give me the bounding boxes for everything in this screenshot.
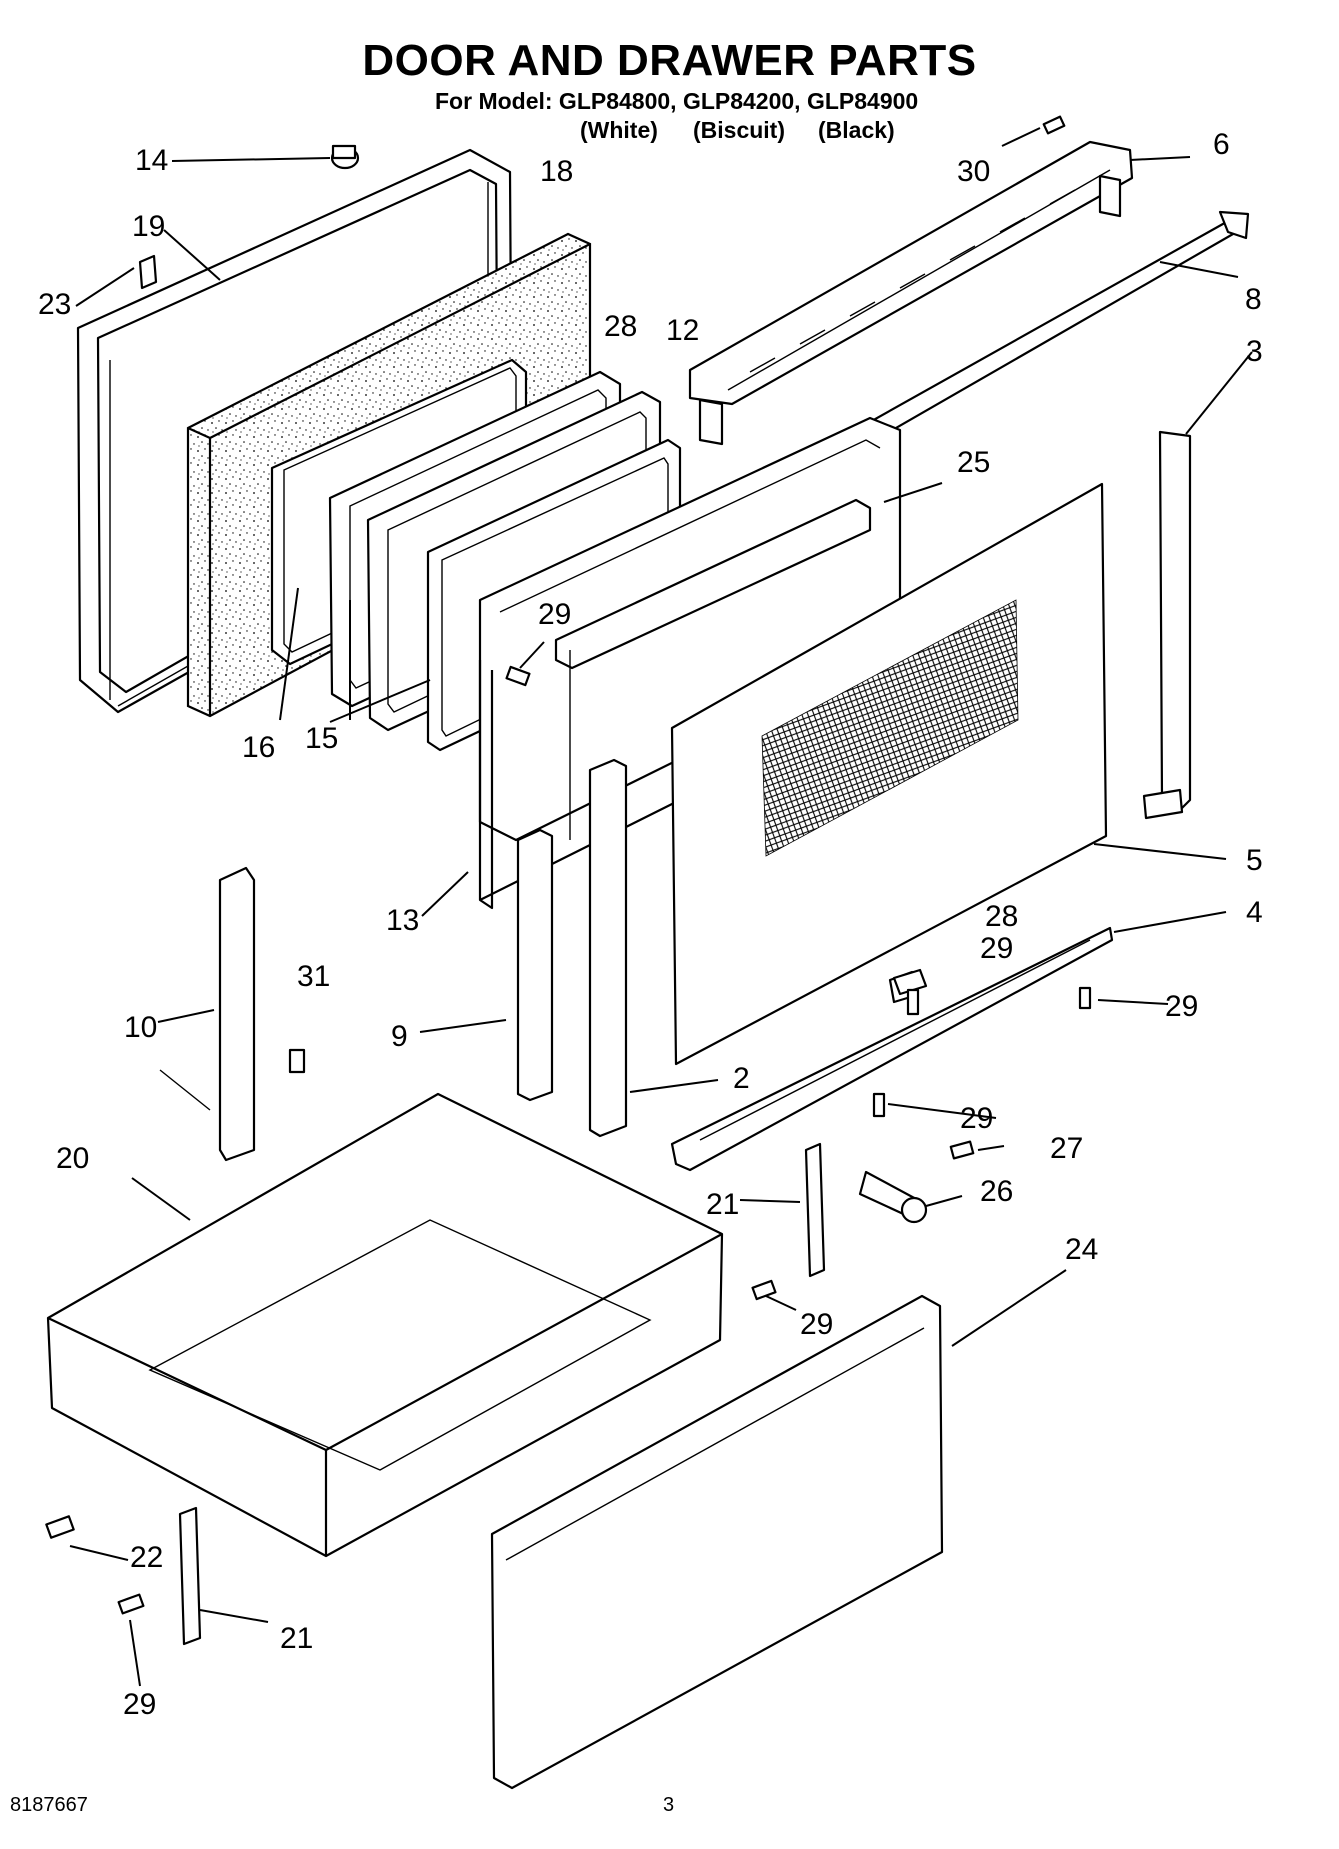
part-6-vent-trim — [688, 140, 1134, 446]
callout-28-b: 28 — [985, 900, 1019, 933]
callout-16: 16 — [242, 731, 276, 764]
callout-22: 22 — [130, 1541, 164, 1574]
callout-13: 13 — [386, 904, 420, 937]
leader-lines — [69, 127, 1253, 1687]
callout-28: 28 — [604, 310, 638, 343]
callout-26: 26 — [980, 1175, 1014, 1208]
variant-biscuit: (Biscuit) — [693, 117, 785, 143]
callout-29-e: 29 — [800, 1308, 834, 1341]
model-subtitle: For Model: GLP84800, GLP84200, GLP84900 — [435, 88, 919, 114]
callout-30: 30 — [957, 155, 991, 188]
callout-2: 2 — [733, 1062, 750, 1095]
page-number: 3 — [663, 1794, 675, 1816]
part-9-trim — [516, 828, 554, 1102]
callout-20: 20 — [56, 1142, 90, 1175]
callout-10: 10 — [124, 1011, 158, 1044]
part-5-outer-panel — [670, 482, 1108, 1066]
variant-white: (White) — [580, 117, 658, 143]
part-14-bumper — [330, 144, 360, 170]
part-23-clip — [138, 254, 158, 290]
part-13-inner-panel — [478, 660, 681, 910]
part-22-screw — [45, 1515, 75, 1539]
part-3-side-trim — [1142, 430, 1192, 820]
callout-24: 24 — [1065, 1233, 1099, 1266]
part-10-slide-rail — [159, 866, 256, 1162]
callout-27: 27 — [1050, 1132, 1084, 1165]
callout-21-a: 21 — [706, 1188, 740, 1221]
part-29-screws — [117, 665, 1092, 1615]
callout-29-b: 29 — [980, 932, 1014, 965]
part-24-drawer-front — [490, 1294, 944, 1790]
callout-29-a: 29 — [538, 598, 572, 631]
callout-23: 23 — [38, 288, 72, 321]
callout-29-c: 29 — [1165, 990, 1199, 1023]
callout-29-d: 29 — [960, 1102, 994, 1135]
part-27-screw — [949, 1140, 975, 1160]
callout-12: 12 — [666, 314, 700, 347]
callout-25: 25 — [957, 446, 991, 479]
part-26-hinge-roller — [858, 1170, 928, 1224]
callout-6: 6 — [1213, 128, 1230, 161]
callout-4: 4 — [1246, 896, 1263, 929]
callout-15: 15 — [305, 722, 339, 755]
part-30-screw — [1042, 115, 1066, 135]
callout-5: 5 — [1246, 844, 1263, 877]
callout-8: 8 — [1245, 283, 1262, 316]
part-21-slide-brackets — [178, 1142, 826, 1646]
callout-19: 19 — [132, 210, 166, 243]
part-20-drawer-box — [46, 1092, 724, 1558]
document-code: 8187667 — [10, 1794, 88, 1816]
callout-14: 14 — [135, 144, 169, 177]
callout-31: 31 — [297, 960, 331, 993]
part-28-clip — [892, 968, 928, 996]
variant-black: (Black) — [818, 117, 895, 143]
callout-29-f: 29 — [123, 1688, 157, 1721]
callout-3: 3 — [1246, 335, 1263, 368]
page-title: DOOR AND DRAWER PARTS — [362, 36, 977, 85]
part-31-screw — [288, 1048, 306, 1074]
part-2-trim — [588, 758, 628, 1138]
callout-21-b: 21 — [280, 1622, 314, 1655]
callout-18: 18 — [540, 155, 574, 188]
callout-9: 9 — [391, 1020, 408, 1053]
